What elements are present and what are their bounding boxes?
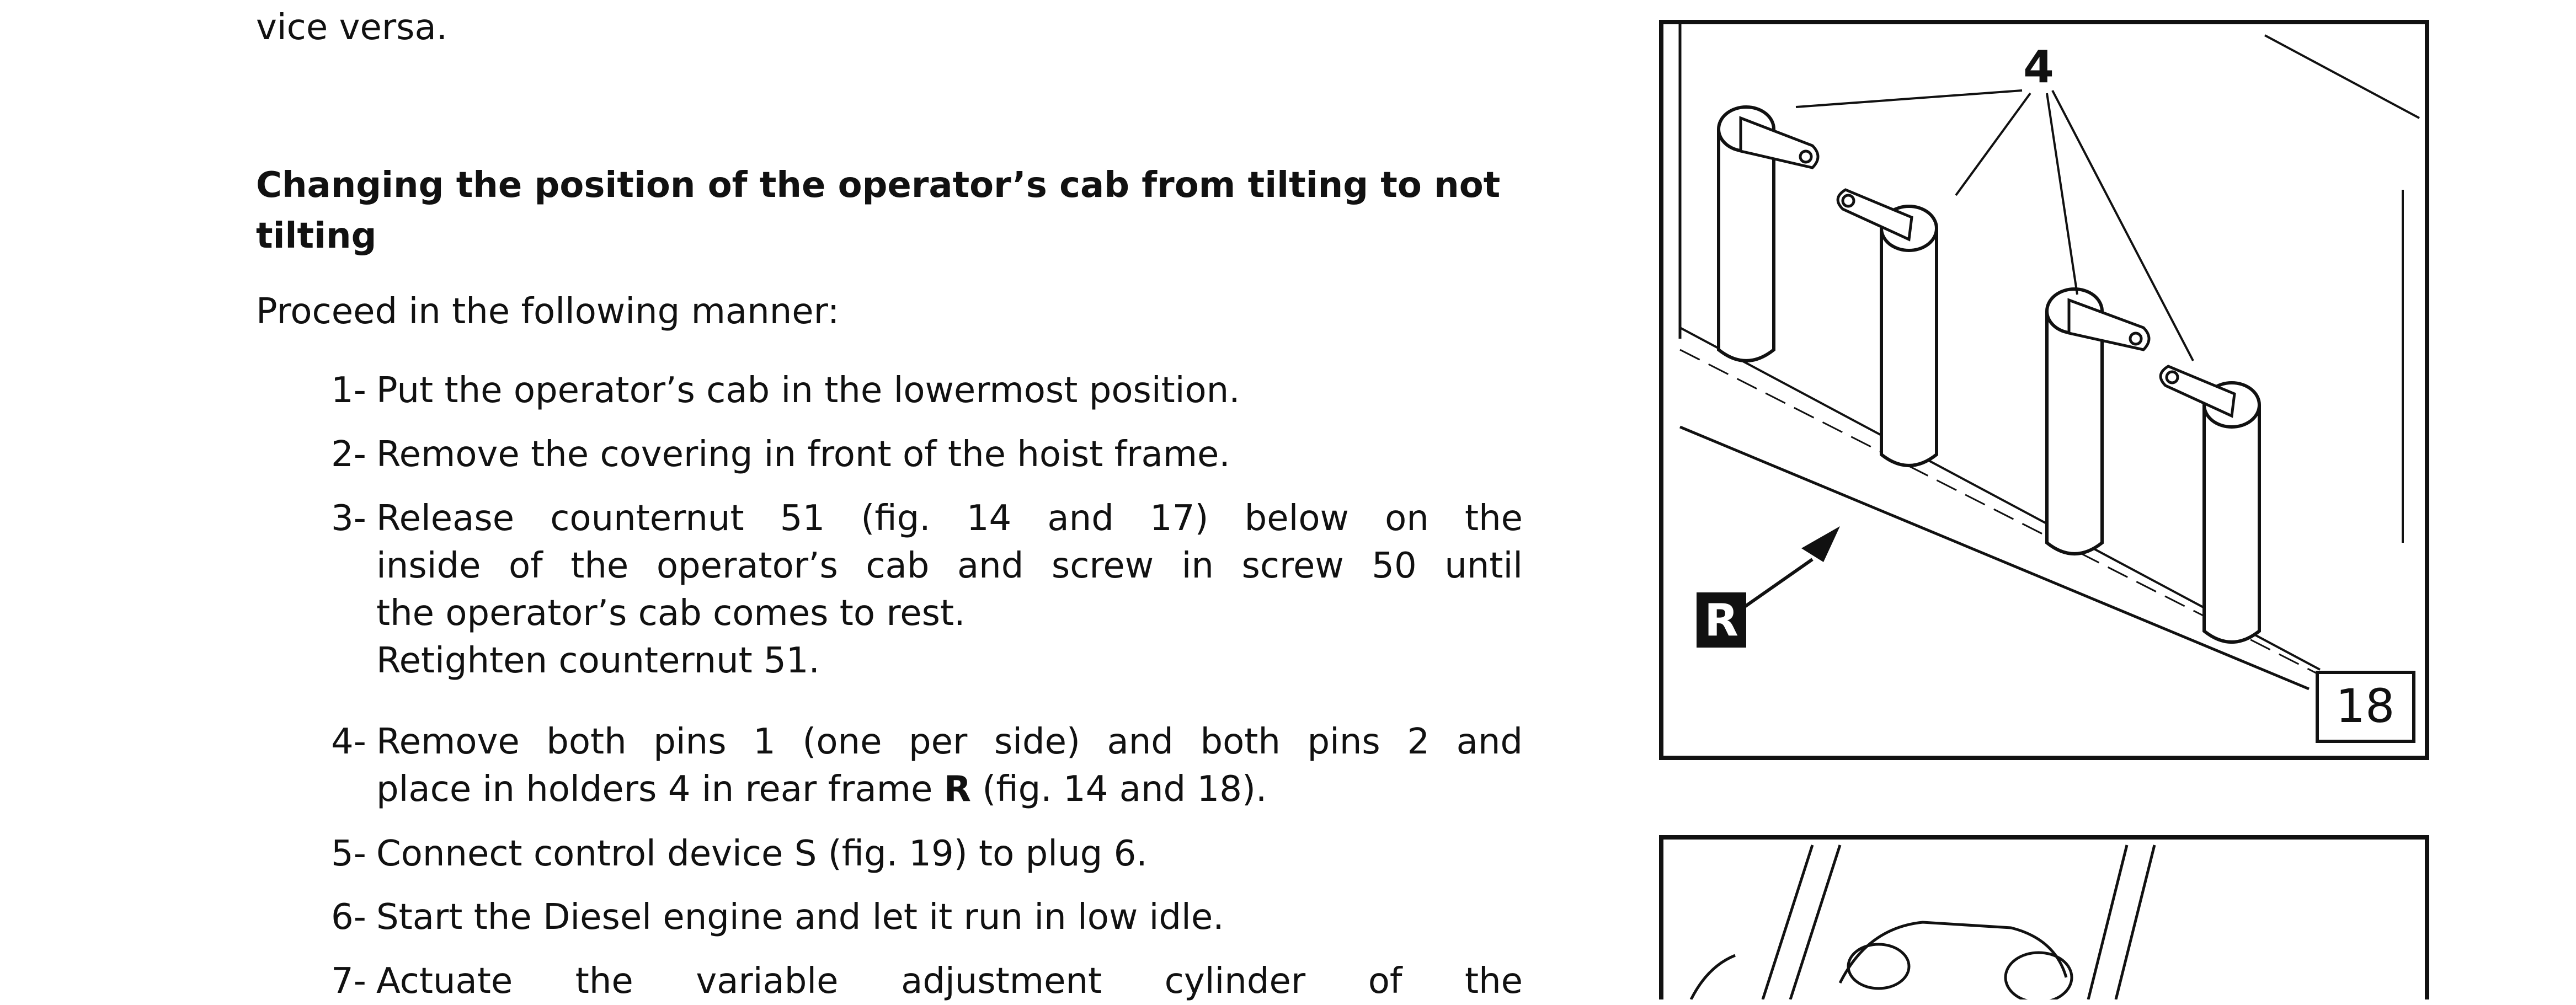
- step-number: 2-: [331, 434, 366, 475]
- leader-line: [1955, 92, 2031, 196]
- leader-line: [1795, 89, 2023, 108]
- bracket: [2067, 298, 2151, 351]
- bracket-hole: [2165, 370, 2179, 384]
- bracket: [2159, 365, 2236, 418]
- bracket: [1836, 188, 1913, 242]
- linkage-plate: [1838, 921, 2068, 984]
- frame-edge: [2264, 34, 2420, 119]
- section-heading: Changing the position of the operator’s …: [256, 165, 1501, 256]
- pivot-pin: [2004, 951, 2073, 999]
- pivot-pin: [1847, 943, 1911, 990]
- step-number: 7-: [331, 961, 366, 1002]
- frame-label-box: [1697, 592, 1746, 648]
- leader-line: [2046, 93, 2078, 295]
- arm-line: [1761, 844, 1814, 999]
- arm-line: [2114, 844, 2156, 999]
- step-3: 3- Release counternut 51 (fig. 14 and 17…: [331, 495, 1523, 685]
- figure-frame: [1659, 835, 2429, 999]
- step-text-line: Remove both pins 1 (one per side) and bo…: [376, 721, 1523, 762]
- step-2: 2- Remove the covering in front of the h…: [331, 431, 1523, 478]
- step-number: 6-: [331, 897, 366, 938]
- step-text-part: place in holders 4 in rear frame: [376, 769, 944, 810]
- step-4: 4- Remove both pins 1 (one per side) and…: [331, 718, 1523, 813]
- step-number: 1-: [331, 370, 366, 411]
- step-number: 4-: [331, 721, 366, 762]
- step-5: 5- Connect control device S (fig. 19) to…: [331, 830, 1523, 878]
- holder-2: [1880, 228, 1938, 467]
- linkage-sketch: [1689, 844, 2156, 999]
- step-text: Actuate the variable adjustment cylinder…: [376, 961, 1523, 1002]
- bracket-hole: [2129, 332, 2143, 346]
- bracket-hole: [1799, 149, 1813, 164]
- frame-label-r: R: [1704, 595, 1738, 646]
- step-number: 5-: [331, 833, 366, 874]
- holder-4: [2202, 405, 2261, 644]
- step-7: 7- Actuate the variable adjustment cylin…: [331, 958, 1523, 1005]
- step-text-line: Release counternut 51 (fig. 14 and 17) b…: [376, 498, 1523, 539]
- step-number: 3-: [331, 498, 366, 539]
- holder-cylinders: [1717, 105, 2261, 644]
- figure-number-box: [2316, 671, 2415, 743]
- figure-frame: [1659, 20, 2429, 760]
- holder-brackets: [1739, 116, 2236, 418]
- figure-19-illustration: [1659, 835, 2429, 999]
- arrow-icon: [1801, 526, 1840, 562]
- step-text-part: (fig. 14 and 18).: [971, 769, 1267, 810]
- step-text: Remove the covering in front of the hois…: [376, 434, 1230, 475]
- step-text: Start the Diesel engine and let it run i…: [376, 897, 1224, 938]
- intro-text: Proceed in the following manner:: [256, 291, 840, 332]
- arm-line: [2087, 844, 2129, 999]
- step-text-line: Retighten counternut 51.: [376, 640, 820, 681]
- figure-18-illustration: 4 R 18: [1659, 20, 2429, 760]
- step-text-line: place in holders 4 in rear frame R (fig.…: [376, 766, 1523, 813]
- rail-bottom: [1679, 425, 2310, 691]
- holder-3: [2045, 311, 2104, 555]
- step-text-line: inside of the operator’s cab and screw i…: [376, 546, 1523, 586]
- bracket-hole: [1841, 194, 1855, 208]
- step-text-line: the operator’s cab comes to rest.: [376, 593, 966, 634]
- step-6: 6- Start the Diesel engine and let it ru…: [331, 894, 1523, 941]
- step-text: Put the operator’s cab in the lowermost …: [376, 370, 1240, 411]
- step-1: 1- Put the operator’s cab in the lowermo…: [331, 367, 1523, 414]
- rear-frame-letter: R: [943, 769, 972, 810]
- previous-paragraph-end: vice versa.: [256, 7, 448, 48]
- callout-leader-lines: [1795, 89, 2194, 361]
- arm-line: [1789, 844, 1842, 999]
- figure-number: 18: [2336, 679, 2395, 733]
- edge-line: [1689, 954, 1736, 999]
- bracket: [1739, 116, 1820, 169]
- callout-4-label: 4: [2023, 41, 2054, 93]
- step-text: Connect control device S (fig. 19) to pl…: [376, 833, 1148, 874]
- leader-line: [2051, 90, 2194, 361]
- holder-1: [1717, 129, 1775, 362]
